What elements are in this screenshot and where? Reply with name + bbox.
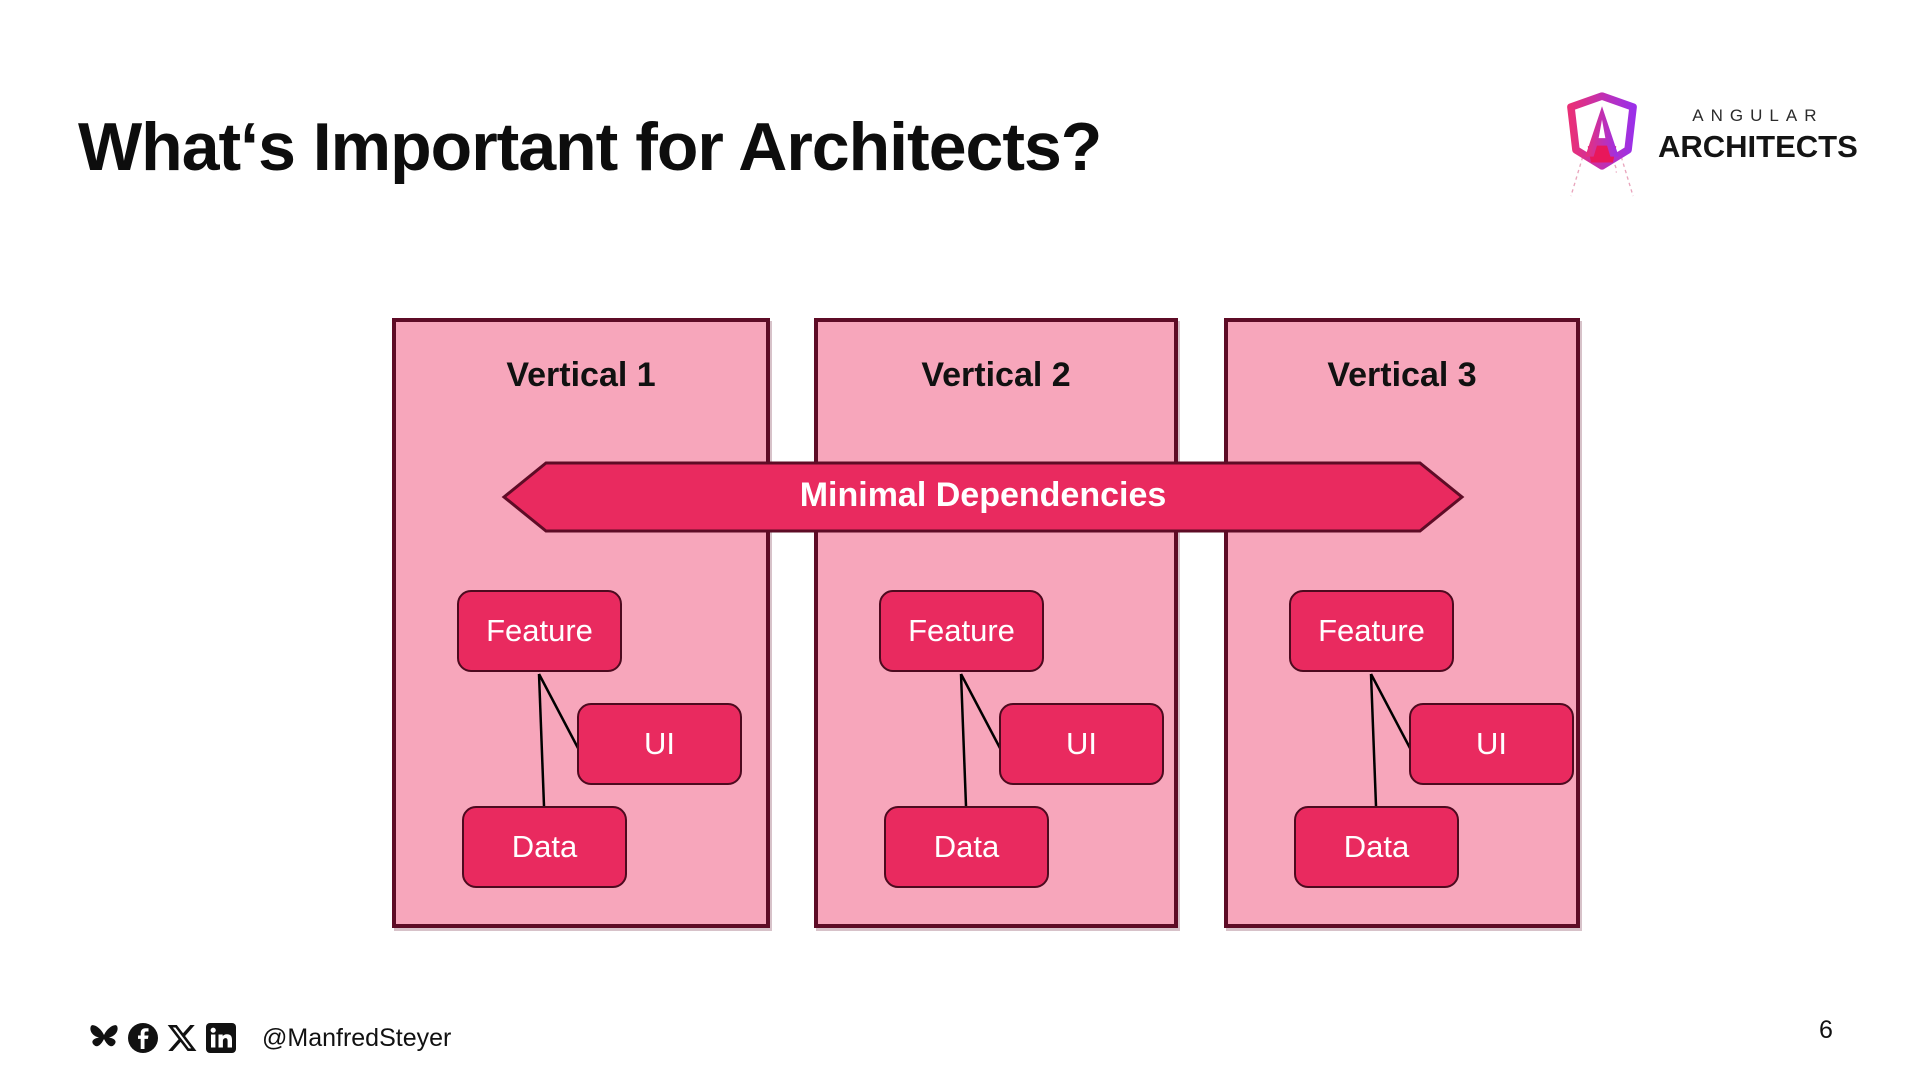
author-handle: @ManfredSteyer — [262, 1023, 452, 1052]
vertical-3-title: Vertical 3 — [1327, 356, 1477, 394]
logo-bottom-label: ARCHITECTS — [1658, 129, 1858, 164]
slide-title: What‘s Important for Architects? — [78, 109, 1102, 185]
vertical-2-data-node: Data — [884, 806, 1049, 888]
vertical-3-ui-node: UI — [1409, 703, 1574, 785]
vertical-1-data-node: Data — [462, 806, 627, 888]
angular-architects-logo: ANGULAR ARCHITECTS — [1560, 88, 1858, 200]
vertical-3-feature-node: Feature — [1289, 590, 1454, 672]
vertical-1-title: Vertical 1 — [506, 356, 656, 394]
vertical-2-ui-node: UI — [999, 703, 1164, 785]
logo-wordmark: ANGULAR ARCHITECTS — [1658, 106, 1858, 165]
vertical-2-title: Vertical 2 — [921, 356, 1071, 394]
vertical-2-feature-node: Feature — [879, 590, 1044, 672]
footer: @ManfredSteyer — [88, 1022, 451, 1054]
angular-architects-shield-icon — [1567, 92, 1637, 197]
vertical-3-connectors — [1369, 673, 1413, 807]
logo-top-label: ANGULAR — [1692, 106, 1824, 125]
minimal-dependencies-arrow — [501, 461, 1465, 533]
bluesky-icon — [90, 1025, 118, 1047]
vertical-1-feature-node: Feature — [457, 590, 622, 672]
vertical-1-ui-node: UI — [577, 703, 742, 785]
vertical-1-connectors — [537, 673, 581, 807]
minimal-dependencies-label: Minimal Dependencies — [799, 475, 1167, 514]
facebook-icon — [128, 1023, 158, 1053]
page-number: 6 — [1819, 1016, 1833, 1044]
vertical-2-connectors — [959, 673, 1003, 807]
vertical-3-data-node: Data — [1294, 806, 1459, 888]
linkedin-icon — [206, 1023, 236, 1053]
x-icon — [167, 1025, 197, 1051]
